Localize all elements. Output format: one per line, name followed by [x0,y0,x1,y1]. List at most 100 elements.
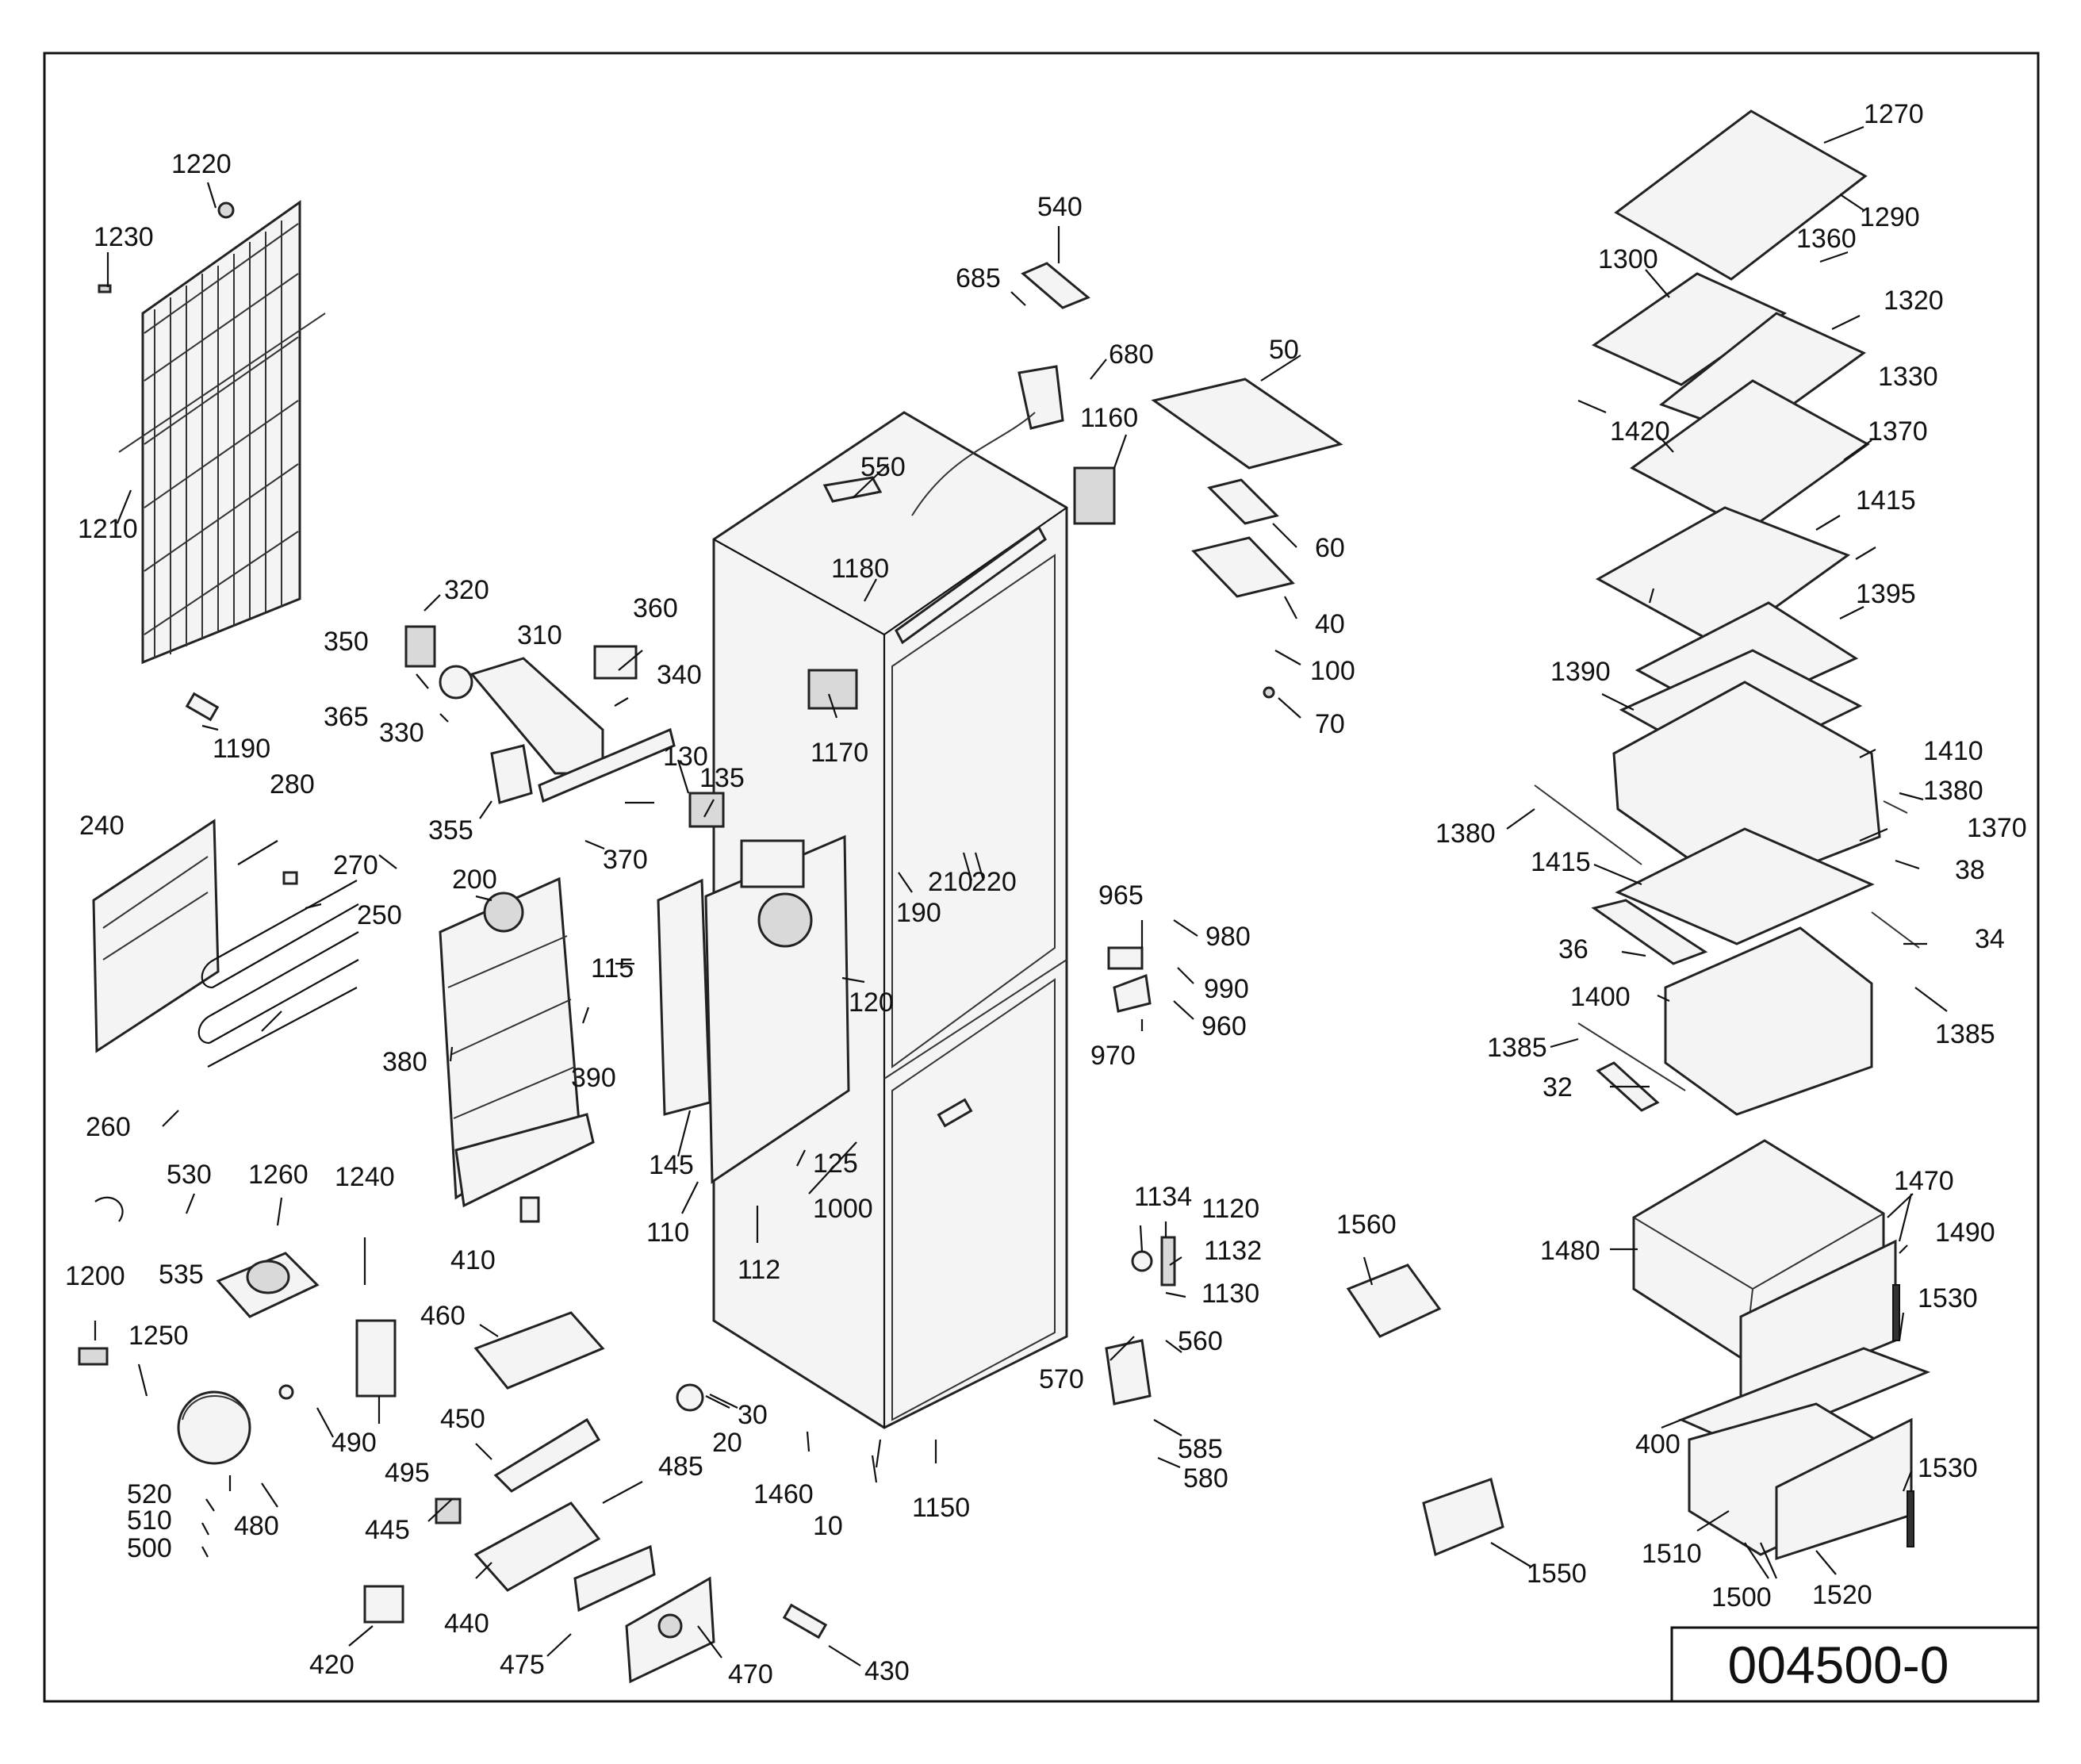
part-label: 390 [571,1063,616,1093]
part-label: 340 [657,660,702,690]
part-label: 1500 [1711,1582,1772,1613]
part-label: 1260 [248,1160,309,1190]
part-label: 1520 [1812,1580,1872,1610]
part-label: 1395 [1856,579,1916,609]
part-label: 1385 [1935,1019,1995,1049]
part-label: 280 [270,769,315,800]
part-label: 1415 [1856,485,1916,516]
ice-tray-drawing [1346,1264,1504,1557]
part-label: 110 [646,1218,689,1248]
part-label: 990 [1204,974,1249,1004]
leader-lines [94,125,1948,1666]
fan-cover-drawing [657,792,850,1184]
part-label: 40 [1315,609,1345,639]
part-label: 980 [1205,922,1251,952]
part-label: 10 [813,1511,843,1541]
evaporator-drawing [92,819,359,1068]
part-label: 20 [712,1428,742,1458]
part-label: 310 [517,620,562,650]
part-label: 1385 [1487,1033,1547,1063]
part-label: 38 [1955,855,1985,885]
part-label: 115 [591,953,634,984]
part-label: 1230 [94,222,154,252]
part-label: 970 [1090,1041,1136,1071]
part-label: 1210 [78,514,138,544]
part-label: 475 [500,1650,545,1680]
part-label: 1220 [171,149,232,179]
part-label: 1180 [831,554,889,584]
back-panel-drawing [439,876,595,1223]
part-label: 560 [1178,1326,1223,1356]
part-label: 535 [159,1260,204,1290]
part-label: 270 [333,850,378,880]
drawer-stack-drawing [1632,1139,1931,1561]
part-label: 1480 [1540,1236,1600,1266]
part-label: 540 [1037,192,1083,222]
part-label: 145 [649,1150,694,1180]
part-label: 400 [1635,1429,1681,1459]
part-label: 1420 [1610,416,1670,447]
part-label: 1270 [1864,99,1924,129]
part-label: 1160 [1080,403,1138,433]
part-label: 1550 [1527,1559,1587,1589]
part-label: 355 [428,815,473,846]
part-label: 360 [633,593,678,623]
part-label: 70 [1315,709,1345,739]
part-label: 200 [452,865,497,895]
part-label: 570 [1039,1364,1084,1394]
part-label: 1400 [1570,982,1631,1012]
part-label: 1460 [753,1479,814,1509]
part-label: 30 [738,1400,768,1430]
part-label: 220 [972,867,1017,897]
part-label: 135 [699,763,745,793]
part-label: 1190 [213,734,270,764]
part-label: 36 [1558,934,1589,964]
title-block: 004500-0 [1670,1626,2040,1703]
part-label: 470 [728,1659,773,1689]
part-label: 960 [1201,1011,1247,1041]
part-label: 320 [444,575,489,605]
part-label: 1240 [335,1162,395,1192]
part-label: 190 [896,898,941,928]
part-label: 1290 [1860,202,1920,232]
part-label: 1330 [1878,362,1938,392]
part-label: 445 [365,1515,410,1545]
part-label: 125 [813,1149,858,1179]
part-label: 1410 [1923,736,1983,766]
part-label: 550 [860,452,906,482]
compressor-drawing [78,1196,462,1624]
part-label: 460 [420,1301,466,1331]
part-label: 1000 [813,1194,873,1224]
part-label: 60 [1315,533,1345,563]
part-label: 380 [382,1047,427,1077]
fan-motor-drawing [404,625,676,804]
part-label: 495 [385,1458,430,1488]
part-label: 1134 [1134,1182,1192,1212]
part-label: 1415 [1531,847,1591,877]
part-label: 1470 [1894,1166,1954,1196]
part-label: 1370 [1967,813,2027,843]
part-label: 130 [663,742,708,772]
part-label: 965 [1098,880,1144,911]
part-label: 112 [738,1255,780,1285]
part-label: 1200 [65,1261,125,1291]
part-label: 1320 [1884,286,1944,316]
part-label: 1360 [1796,224,1857,254]
part-label: 1170 [811,738,868,768]
part-label: 510 [127,1505,172,1536]
part-label: 1510 [1642,1539,1702,1569]
part-label: 50 [1269,335,1299,365]
part-label: 485 [658,1451,703,1482]
part-label: 440 [444,1609,489,1639]
drawing-frame [43,52,2040,1703]
part-label: 410 [450,1245,496,1275]
part-label: 450 [440,1404,485,1434]
part-label: 120 [849,987,894,1018]
part-label: 330 [379,718,424,748]
part-label: 685 [956,263,1001,293]
part-label: 350 [324,627,369,657]
cabinet-drawing [712,411,1068,1429]
top-components-drawing [911,262,1343,699]
part-label: 240 [79,811,125,841]
